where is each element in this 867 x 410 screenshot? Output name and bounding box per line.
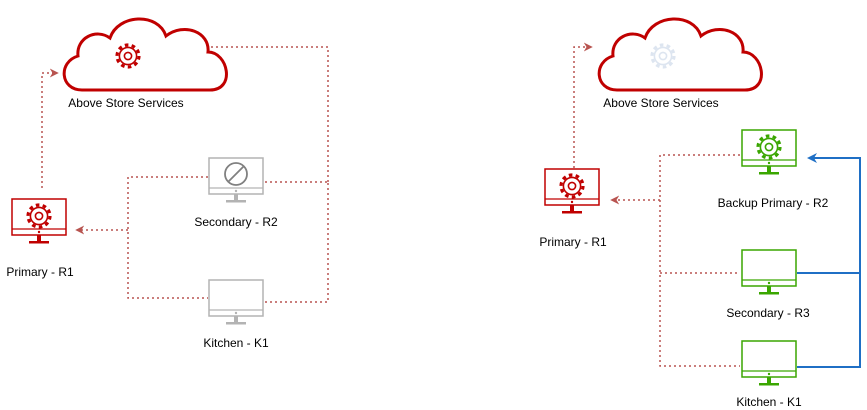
connector-backup-link (797, 153, 861, 368)
secondary-r3-monitor (741, 249, 797, 296)
secondary-r3-label: Secondary - R3 (726, 306, 810, 320)
connector-network-to-cloud (188, 42, 329, 182)
left-diagram: Above Store Services Primary - R1 Second… (6, 17, 329, 350)
connector-kitchen-to-network (265, 182, 329, 303)
connector-secondary-branch (127, 176, 208, 299)
connector-primary-to-cloud (41, 68, 59, 188)
cloud-above-store-services (62, 17, 228, 92)
primary-r1-monitor-right (544, 168, 600, 215)
right-diagram: Above Store Services Primary - R1 Backup… (539, 17, 861, 409)
connector-primary-to-cloud-right (573, 42, 593, 168)
backup-primary-r2-monitor (741, 129, 797, 176)
cloud-above-store-services-right (597, 17, 763, 92)
kitchen-label: Kitchen - K1 (203, 336, 269, 350)
primary-r1-monitor (11, 198, 67, 245)
secondary-label: Secondary - R2 (194, 215, 278, 229)
backup-label: Backup Primary - R2 (718, 196, 829, 210)
kitchen-k1-monitor-right (741, 340, 797, 387)
cloud-label: Above Store Services (68, 96, 183, 110)
secondary-r2-monitor (208, 157, 264, 204)
kitchen-k1-monitor (208, 279, 264, 326)
kitchen-label-right: Kitchen - K1 (736, 395, 802, 409)
no-entry-icon (224, 162, 248, 186)
connector-devices-to-primary (659, 154, 740, 367)
cloud-label-right: Above Store Services (603, 96, 718, 110)
primary-label: Primary - R1 (6, 265, 74, 279)
primary-label-right: Primary - R1 (539, 235, 607, 249)
